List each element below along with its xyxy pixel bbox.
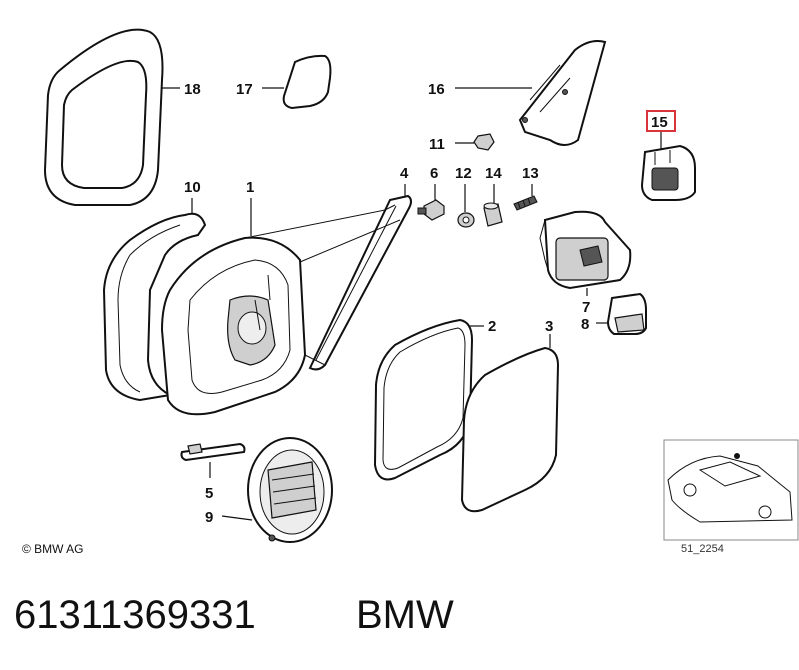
label-3: 3 bbox=[545, 318, 553, 335]
part-12-washer bbox=[457, 212, 475, 228]
part-18-cover-frame bbox=[43, 28, 164, 206]
part-16-bracket bbox=[518, 40, 607, 146]
label-7: 7 bbox=[582, 299, 590, 316]
copyright-text: © BMW AG bbox=[22, 542, 84, 556]
part-17-small-glass bbox=[282, 54, 332, 110]
diagram-reference: 51_2254 bbox=[681, 543, 724, 555]
label-11: 11 bbox=[429, 136, 445, 153]
part-13-screw bbox=[513, 195, 538, 211]
brand-name: BMW bbox=[356, 593, 454, 637]
label-12: 12 bbox=[455, 165, 472, 182]
car-thumbnail bbox=[663, 439, 799, 541]
label-5: 5 bbox=[205, 485, 213, 502]
label-18: 18 bbox=[184, 81, 201, 98]
part-9-actuator bbox=[247, 437, 333, 543]
part-3-glass bbox=[460, 346, 560, 513]
leader-9 bbox=[221, 515, 253, 521]
part-7-switch-housing bbox=[539, 210, 632, 290]
highlight-box bbox=[646, 110, 676, 132]
label-10: 10 bbox=[184, 179, 201, 196]
part-2-glass bbox=[373, 318, 474, 481]
part-14-sleeve bbox=[483, 202, 503, 227]
part-5-clip bbox=[180, 442, 246, 462]
label-4: 4 bbox=[400, 165, 409, 182]
part-number: 61311369331 bbox=[14, 593, 256, 637]
label-17: 17 bbox=[236, 81, 253, 98]
part-11-nut bbox=[473, 133, 495, 151]
label-8: 8 bbox=[581, 316, 589, 333]
part-15-switch bbox=[640, 144, 696, 201]
label-6: 6 bbox=[430, 165, 438, 182]
label-14: 14 bbox=[485, 165, 502, 182]
part-4-gasket bbox=[308, 194, 412, 371]
label-9: 9 bbox=[205, 509, 213, 526]
label-2: 2 bbox=[488, 318, 496, 335]
part-8-cap bbox=[606, 292, 647, 335]
label-13: 13 bbox=[522, 165, 539, 182]
label-16: 16 bbox=[428, 81, 445, 98]
part-1-housing bbox=[160, 204, 401, 416]
part-6-bolt bbox=[417, 199, 445, 221]
label-15: 15 bbox=[651, 114, 668, 131]
label-1: 1 bbox=[246, 179, 254, 196]
